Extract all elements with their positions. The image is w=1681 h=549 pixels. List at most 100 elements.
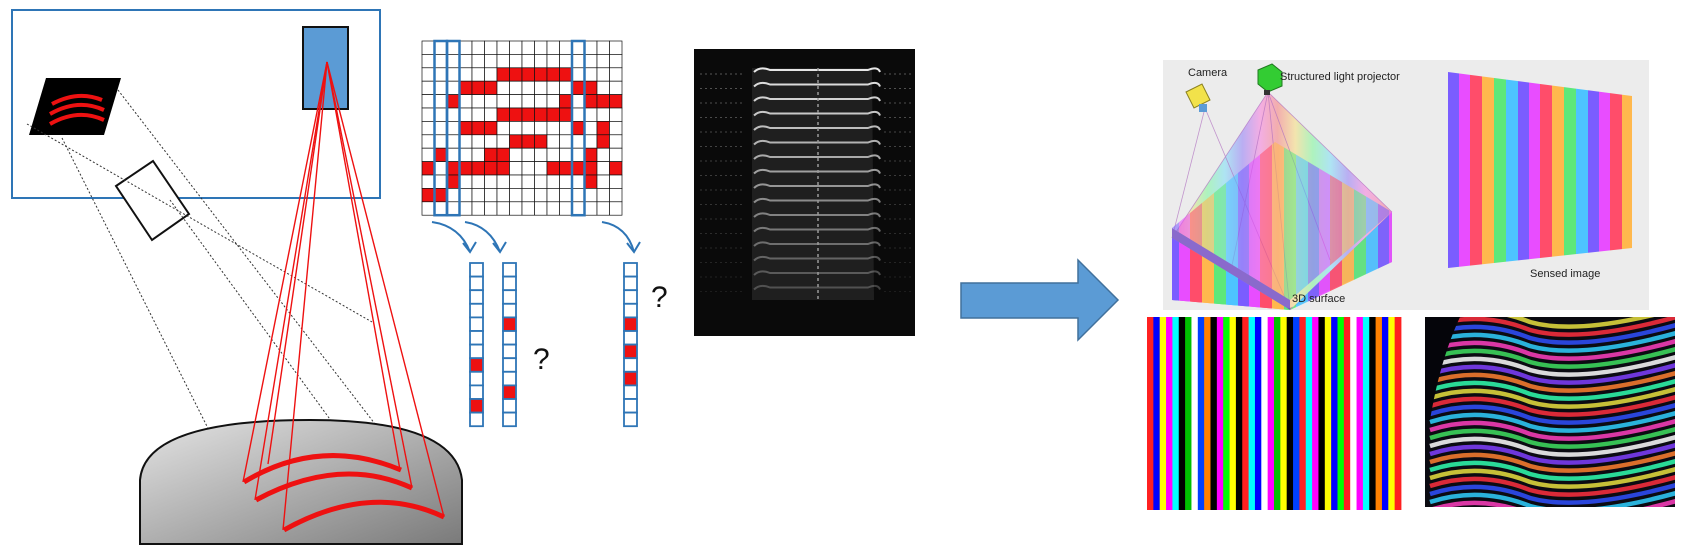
color-stripe <box>1166 317 1173 510</box>
grid-cell <box>596 107 610 122</box>
grid-cell <box>534 161 548 176</box>
grid-cell <box>534 147 548 162</box>
grid-cell <box>484 121 498 136</box>
grid-cell <box>509 147 523 162</box>
grid-cell <box>596 147 610 162</box>
grid-cell <box>521 54 535 69</box>
frame-stripe <box>753 183 881 189</box>
grid-cell <box>459 94 473 109</box>
photo-stripe <box>1429 395 1675 417</box>
grid-cell <box>421 161 435 176</box>
question-mark: ? <box>533 343 550 376</box>
grid-cell <box>521 121 535 136</box>
color-stripe <box>1191 317 1199 510</box>
color-stripe <box>1254 317 1262 510</box>
grid-cell <box>559 201 573 216</box>
color-stripe <box>1343 317 1351 510</box>
color-stripe <box>1274 317 1281 510</box>
projected-stripe <box>254 471 414 503</box>
strip-cell <box>623 316 638 332</box>
grid-cell <box>509 40 523 55</box>
surface-edge <box>1172 228 1290 310</box>
grid-cell <box>434 94 448 109</box>
grid-cell <box>421 67 435 82</box>
grid-cell <box>534 134 548 149</box>
photo-stripe <box>1429 443 1675 465</box>
grid-cell <box>484 40 498 55</box>
grid-cell <box>496 67 510 82</box>
color-stripe <box>1293 317 1300 510</box>
arrowhead <box>492 241 507 254</box>
grid-cell <box>559 121 573 136</box>
grid-cell <box>459 121 473 136</box>
grid-cell <box>546 40 560 55</box>
grid-cell <box>471 201 485 216</box>
frame-stripes <box>700 67 912 292</box>
grid-cell <box>571 147 585 162</box>
grid-cell <box>546 174 560 189</box>
grid-cell <box>471 80 485 95</box>
grid-cell <box>546 188 560 203</box>
color-stripe <box>1286 317 1294 510</box>
grid-cell <box>584 201 598 216</box>
strip-cell <box>469 370 484 387</box>
grid-cell <box>484 54 498 69</box>
grid-cell <box>609 147 623 162</box>
strip-cell <box>623 330 638 346</box>
color-stripe <box>1197 317 1205 510</box>
grid-cell <box>546 107 560 122</box>
grid-cell <box>484 134 498 149</box>
grid-cell <box>471 40 485 55</box>
grid-cell <box>559 107 573 122</box>
grid-cell <box>446 107 460 122</box>
grid-cell <box>609 161 623 176</box>
color-stripe <box>1223 317 1230 510</box>
grid-cell <box>471 54 485 69</box>
strip-cell <box>623 357 638 373</box>
grid-cell <box>421 174 435 189</box>
photo-stripes <box>1429 317 1675 507</box>
color-stripe <box>1280 317 1288 510</box>
curved-arrow <box>464 221 501 253</box>
color-stripe <box>1235 317 1243 510</box>
grid-cell <box>434 40 448 55</box>
grid-cell <box>496 134 510 149</box>
grid-cell <box>609 174 623 189</box>
grid-cell <box>471 188 485 203</box>
grid-cell <box>596 121 610 136</box>
grid-cell <box>571 40 585 55</box>
grid-cell <box>471 107 485 122</box>
grid-cell <box>471 134 485 149</box>
grid-cell <box>596 94 610 109</box>
sensor-stripe <box>49 102 105 116</box>
grid-cell <box>434 147 448 162</box>
strip-cell <box>502 262 517 278</box>
code-strips <box>469 262 638 428</box>
grid-cell <box>496 40 510 55</box>
arrowhead <box>626 241 641 254</box>
strip-cell <box>623 275 638 292</box>
photo-stripe <box>1429 371 1675 393</box>
grid-cell <box>546 80 560 95</box>
frame-stripe <box>753 96 881 102</box>
photo-stripe <box>1429 459 1675 481</box>
grid-cell <box>571 54 585 69</box>
camera-body <box>1185 83 1211 109</box>
grid-cell <box>434 188 448 203</box>
surface-label: 3D surface <box>1292 293 1345 305</box>
strip-cell <box>502 302 517 319</box>
camera-label: Camera <box>1188 67 1228 79</box>
grid-cell <box>421 80 435 95</box>
strip-cell <box>502 411 517 428</box>
frame-stripe <box>753 226 881 233</box>
photo-stripe <box>1429 435 1675 457</box>
projector-rays <box>242 61 445 531</box>
color-stripe <box>1324 317 1332 510</box>
strip-cell <box>623 411 638 428</box>
strip-cell <box>469 262 484 278</box>
grid-cell <box>559 188 573 203</box>
grid-cell <box>534 107 548 122</box>
strip-cell <box>502 289 517 305</box>
strip-cell <box>502 275 517 292</box>
grid-cell <box>546 54 560 69</box>
